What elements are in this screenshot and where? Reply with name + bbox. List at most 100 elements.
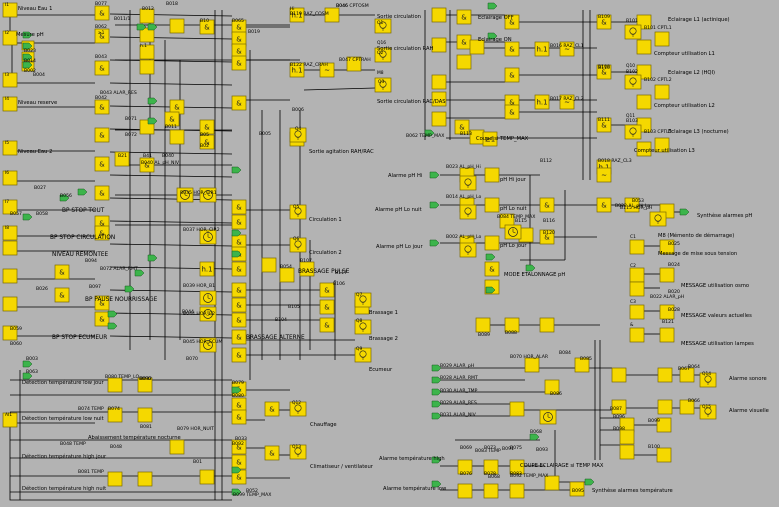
logic-gate-block: & xyxy=(199,119,215,135)
block-body xyxy=(431,91,447,107)
short-tag-label: I5 xyxy=(5,140,9,146)
block-symbol: ~ xyxy=(564,46,570,54)
block-body xyxy=(231,282,247,298)
connector-flag-icon xyxy=(22,61,33,69)
diagram-label: Alarme visuelle xyxy=(729,408,769,414)
block-id-label: B079 xyxy=(232,380,244,386)
block-body xyxy=(524,357,540,373)
block-symbol: & xyxy=(204,124,210,132)
block-id-label: B064 xyxy=(688,364,700,370)
block-id-label: B087 xyxy=(610,406,622,412)
logic-gate-block xyxy=(509,459,525,475)
block-symbol: & xyxy=(324,322,330,330)
diagram-label: Alarme pH Lo nuit xyxy=(375,207,422,213)
annotation-label: B043 ALAR_RES xyxy=(100,90,137,96)
block-body xyxy=(231,329,247,345)
block-body xyxy=(264,445,280,461)
block-body xyxy=(654,137,670,153)
block-id-label: B05 xyxy=(200,132,209,138)
block-body xyxy=(509,483,525,499)
logic-gate-block xyxy=(469,39,485,55)
diagram-label: Sortie circulation xyxy=(377,14,421,20)
block-body xyxy=(629,304,645,320)
connector-flag-icon xyxy=(231,488,242,496)
input-block xyxy=(2,296,18,312)
logic-gate-block xyxy=(569,481,585,497)
diagram-label: Abaissement température nocturne xyxy=(88,434,181,441)
logic-gate-block xyxy=(431,111,447,127)
logic-gate-block xyxy=(619,429,635,445)
diagram-label: MESSAGE utilisation lampes xyxy=(681,341,754,347)
logic-gate-block: & xyxy=(94,295,110,311)
block-body xyxy=(346,56,362,72)
block-body xyxy=(534,41,550,57)
logic-gate-block xyxy=(483,459,499,475)
block-id-label: B088 xyxy=(505,330,517,336)
block-id-label: B075 xyxy=(510,445,522,451)
block-id-label: B011 xyxy=(165,124,177,130)
diagram-label: Niveau reserve xyxy=(18,100,57,106)
block-symbol: & xyxy=(236,474,242,482)
logic-gate-block: & xyxy=(231,55,247,71)
block-id-label: B028 xyxy=(668,307,680,313)
block-id-label: B110 xyxy=(598,65,610,71)
diagram-label: BRASSAGE ALTERNE xyxy=(246,335,305,341)
output-lamp-icon xyxy=(354,319,372,335)
connector-flag-icon xyxy=(487,2,498,10)
block-symbol: & xyxy=(544,202,550,210)
logic-gate-block: & xyxy=(94,225,110,241)
wire xyxy=(109,82,233,86)
block-body xyxy=(199,469,215,485)
connector-flag-icon xyxy=(485,253,496,261)
block-body xyxy=(319,317,335,333)
block-symbol: & xyxy=(144,162,150,170)
connector-flag-icon xyxy=(431,456,442,464)
logic-gate-block: & xyxy=(454,119,470,135)
connector-flag-icon xyxy=(431,388,442,396)
connector-flag-icon xyxy=(22,31,33,39)
connector-flag-icon xyxy=(77,188,88,196)
logic-gate-block: & xyxy=(54,264,70,280)
diagram-label: Eclairage OFF xyxy=(478,15,514,21)
block-symbol: & xyxy=(461,14,467,22)
short-tag-label: I4 xyxy=(5,96,9,102)
block-body xyxy=(2,268,18,284)
logic-gate-block xyxy=(456,54,472,70)
short-tag-label: & xyxy=(630,322,634,328)
diagram-label: COUPE ECLAIRAGE si TEMP MAX xyxy=(520,463,604,469)
annotation-label: B099 TEMP_MAX xyxy=(233,492,271,498)
wire xyxy=(109,220,233,224)
block-body xyxy=(654,84,670,100)
annotation-label: B072 ALAR_RMT xyxy=(100,266,138,272)
logic-gate-block xyxy=(107,471,123,487)
logic-gate-block: & xyxy=(484,261,500,277)
block-symbol: & xyxy=(236,352,242,360)
block-id-label: B117 xyxy=(335,270,347,276)
connector-flag-icon xyxy=(431,480,442,488)
output-lamp-icon xyxy=(374,47,392,63)
annotation-label: B028 ALAR_RMT xyxy=(440,375,478,381)
block-symbol: & xyxy=(99,230,105,238)
diagram-label: Synthèse alarmes pH xyxy=(697,212,752,219)
diagram-label: BRASSAGE PULSE xyxy=(298,269,350,275)
block-body xyxy=(611,367,627,383)
connector-flag-icon xyxy=(431,400,442,408)
block-body xyxy=(169,439,185,455)
block-body xyxy=(94,185,110,201)
block-body xyxy=(231,95,247,111)
block-body xyxy=(596,197,612,213)
block-body xyxy=(139,157,155,173)
block-id-label: B086 xyxy=(550,391,562,397)
block-symbol: & xyxy=(236,48,242,56)
logic-gate-block xyxy=(107,377,123,393)
input-block xyxy=(2,240,18,256)
connector-flag-icon xyxy=(147,97,158,105)
logic-gate-block xyxy=(611,399,627,415)
block-id-label: B026 xyxy=(36,286,48,292)
input-block xyxy=(2,225,18,241)
block-id-label: B043 xyxy=(95,54,107,60)
block-body xyxy=(54,287,70,303)
block-id-label: B41 xyxy=(143,153,152,159)
block-body xyxy=(107,407,123,423)
block-symbol: & xyxy=(509,72,515,80)
